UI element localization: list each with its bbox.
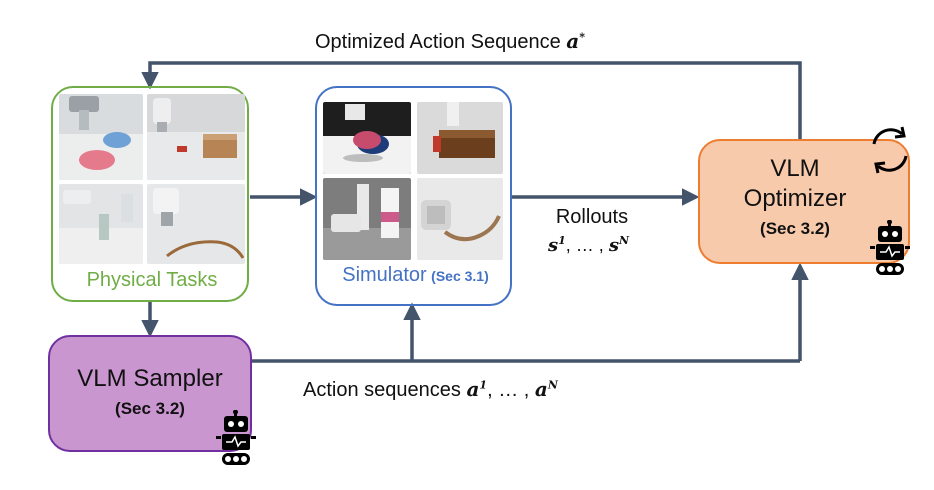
optimizer-title-2: Optimizer <box>743 185 847 212</box>
vlm-optimizer-box: VLM Optimizer (Sec 3.2) <box>698 139 910 264</box>
sim-image-bowls <box>323 102 411 174</box>
task-image-bowls <box>59 94 143 180</box>
sim-image-rope <box>417 178 503 260</box>
sampler-title: VLM Sampler <box>77 365 223 392</box>
action-sequences-label: Action sequences a1, … , aN <box>303 377 558 401</box>
simulator-box: Simulator (Sec 3.1) <box>315 86 512 306</box>
rollouts-formula: s1, … , sN <box>548 234 630 256</box>
sim-image-carton <box>323 178 411 260</box>
robot-icon <box>216 410 256 465</box>
sampler-section: (Sec 3.2) <box>115 399 185 418</box>
optimizer-title-1: VLM <box>770 155 820 182</box>
rollouts-label: Rollouts <box>555 206 629 228</box>
sim-image-box <box>417 102 503 174</box>
feedback-arrow <box>141 61 802 140</box>
robot-icon <box>870 220 910 275</box>
refresh-cycle-icon <box>872 126 908 174</box>
physical-tasks-label: Physical Tasks <box>86 269 218 291</box>
optimizer-section: (Sec 3.2) <box>760 219 830 238</box>
vlm-sampler-box: VLM Sampler (Sec 3.2) <box>48 335 252 452</box>
simulator-label: Simulator (Sec 3.1) <box>342 264 489 286</box>
physical-tasks-box: Physical Tasks <box>51 86 249 302</box>
task-image-rope <box>147 184 245 264</box>
optimized-action-label: Optimized Action Sequence a* <box>315 29 585 53</box>
task-image-carton <box>59 184 143 264</box>
task-image-box-and-cup <box>147 94 245 180</box>
